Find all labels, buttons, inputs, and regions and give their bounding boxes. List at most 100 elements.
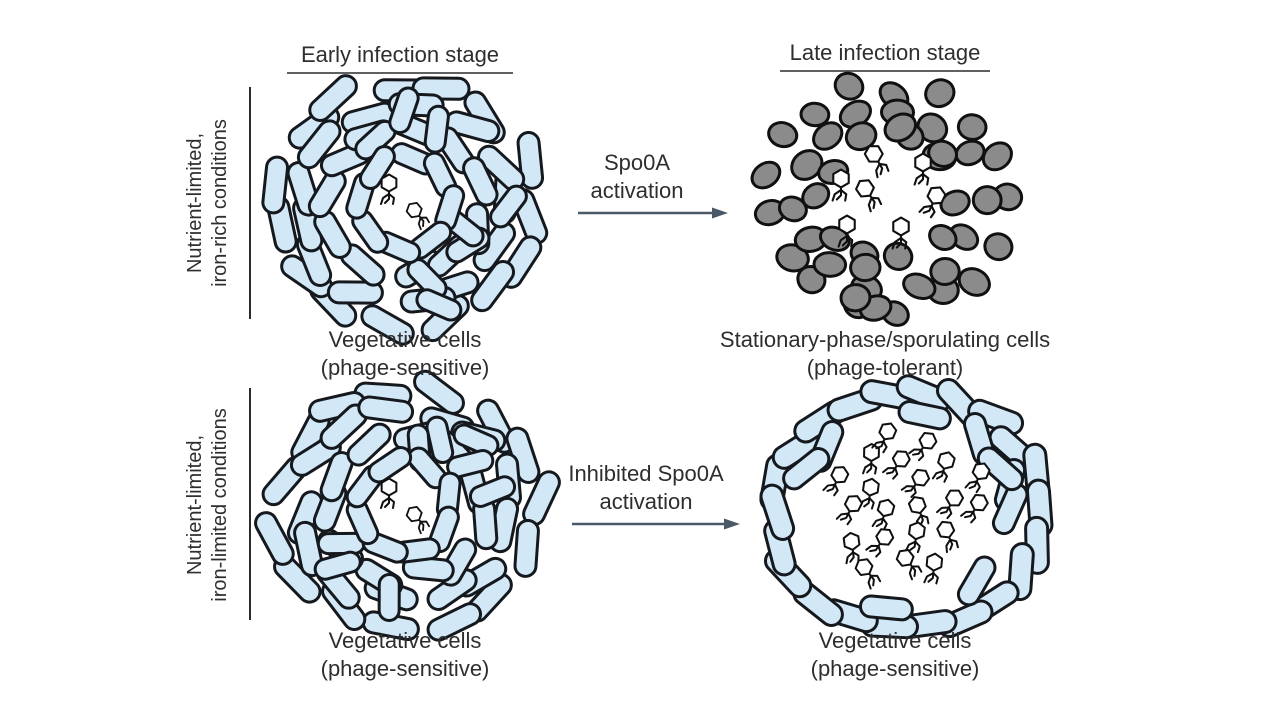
caption-top-left-line2: (phage-sensitive) xyxy=(321,355,490,380)
phage-icon xyxy=(913,152,932,186)
condition-top-label-line1: Nutrient-limited, xyxy=(184,133,206,273)
rod-bacterium-cell xyxy=(357,395,415,424)
sporulating-cell xyxy=(812,121,844,151)
late-infection-stage-heading: Late infection stage xyxy=(790,40,981,65)
phage-icon xyxy=(931,451,956,483)
rod-bacterium-cell xyxy=(296,119,342,170)
phage-icon xyxy=(822,466,850,497)
sporulating-cell xyxy=(927,139,958,168)
caption-top-left-line1: Vegetative cells xyxy=(329,327,482,352)
right-arrow-icon-bottom xyxy=(572,518,740,530)
rod-bacterium-cell xyxy=(470,260,516,313)
rod-bacterium-cell xyxy=(319,450,354,503)
phage-icon xyxy=(405,506,431,535)
rod-bacterium-cell xyxy=(415,288,463,322)
rod-bacterium-cell xyxy=(489,184,528,229)
phage-icon xyxy=(936,489,965,520)
caption-top-right-line1: Stationary-phase/sporulating cells xyxy=(720,327,1050,352)
sporulating-cell xyxy=(839,283,872,313)
sporulating-cell xyxy=(777,195,808,223)
sporulating-cell-cluster-top-right xyxy=(750,71,1024,327)
phage-icon xyxy=(865,528,895,558)
sporulating-cell xyxy=(833,71,865,101)
phage-icon xyxy=(908,432,938,462)
sporulating-cell xyxy=(812,251,848,278)
rod-bacterium-cell xyxy=(513,518,540,578)
caption-bottom-left-line1: Vegetative cells xyxy=(329,628,482,653)
sporulating-cell xyxy=(844,121,878,152)
rod-bacterium-cell xyxy=(426,602,483,642)
phage-icon xyxy=(380,477,398,509)
sporulating-cell xyxy=(750,160,782,190)
phage-icon xyxy=(405,202,431,231)
vegetative-cell-cluster-bottom-left xyxy=(254,369,561,642)
phage-icon xyxy=(859,477,880,510)
phage-icon xyxy=(964,462,991,494)
condition-top-label-line2: iron-rich conditions xyxy=(209,119,231,287)
rod-bacterium-cell xyxy=(452,423,500,457)
rod-bacterium-cell xyxy=(377,573,401,622)
rod-bacterium-cell xyxy=(782,447,831,491)
phage-icon xyxy=(918,186,947,219)
phage-icon xyxy=(842,531,861,565)
rod-bacterium-cell xyxy=(897,400,952,431)
sporulating-cell xyxy=(939,189,971,217)
sporulating-cell xyxy=(790,149,824,181)
sporulating-cell xyxy=(981,141,1013,172)
sporulating-cell xyxy=(929,256,961,287)
rod-bacterium-cell xyxy=(759,483,796,541)
rod-bacterium-cell xyxy=(858,594,914,622)
sporulating-cell xyxy=(924,78,956,109)
sporulating-cell xyxy=(801,182,831,210)
rod-bacterium-cell xyxy=(423,104,450,154)
phage-icon xyxy=(891,216,910,250)
early-infection-stage-heading: Early infection stage xyxy=(301,42,499,67)
sporulating-cell xyxy=(882,241,914,271)
rod-bacterium-cell xyxy=(967,398,1025,436)
sporulating-cell xyxy=(956,113,988,141)
sporulating-cell xyxy=(971,185,1003,216)
phage-icon xyxy=(837,214,856,248)
rod-bacterium-cell xyxy=(388,86,420,135)
condition-bottom-label-line2: iron-limited conditions xyxy=(209,408,231,601)
sporulating-cell xyxy=(954,139,986,167)
rod-bacterium-cell xyxy=(956,555,997,607)
phage-icon xyxy=(960,494,989,524)
rod-bacterium-cell xyxy=(468,475,517,508)
phage-icon xyxy=(936,520,959,554)
phage-icon xyxy=(835,495,863,526)
caption-bottom-left-line2: (phage-sensitive) xyxy=(321,656,490,681)
vegetative-cell-cluster-top-left xyxy=(261,74,549,346)
rod-bacterium-cell xyxy=(308,74,358,123)
sporulating-cell xyxy=(799,101,831,128)
spo0a-activation-label-line2: activation xyxy=(591,178,684,203)
phage-icon xyxy=(871,422,898,454)
rod-bacterium-cell xyxy=(254,511,295,566)
rod-bacterium-cell xyxy=(462,156,499,207)
right-arrow-icon-top xyxy=(578,207,728,219)
rod-bacterium-cell xyxy=(976,446,1024,492)
rod-bacterium-cell xyxy=(326,280,384,305)
spo0a-activation-label-line1: Spo0A xyxy=(604,150,670,175)
inhibited-spo0a-label-line2: activation xyxy=(600,489,693,514)
phage-icon xyxy=(923,552,944,585)
rod-bacterium-cell xyxy=(313,550,362,581)
phage-icon xyxy=(831,168,850,202)
phage-icon xyxy=(905,521,926,554)
phage-icon xyxy=(854,558,882,590)
phage-icon xyxy=(863,145,890,179)
sporulating-cell xyxy=(957,267,991,297)
rod-bacterium-cell xyxy=(261,155,290,215)
phage-icon xyxy=(882,450,911,480)
rod-bacterium-cell xyxy=(346,422,392,467)
rod-bacterium-cell xyxy=(413,369,465,415)
rod-bacterium-cell xyxy=(358,145,396,190)
phage-icon xyxy=(380,173,398,205)
caption-top-right-line2: (phage-tolerant) xyxy=(807,355,964,380)
sporulating-cell xyxy=(883,112,918,143)
phage-icon xyxy=(900,468,931,498)
inhibited-spo0a-label-line1: Inhibited Spo0A xyxy=(568,461,724,486)
phage-icon xyxy=(862,443,880,475)
